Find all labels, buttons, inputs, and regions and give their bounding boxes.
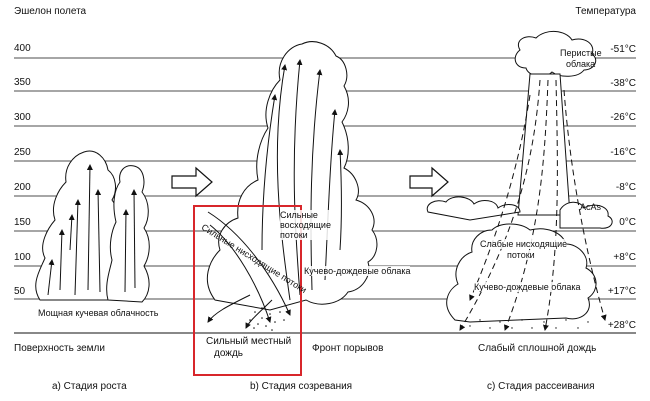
level-label: 400 <box>14 43 31 54</box>
highlight-box <box>193 205 302 376</box>
cirrus-label-1: Перистые <box>560 48 602 58</box>
cb-label-b: Кучево-дождевые облака <box>304 266 411 276</box>
temperature-label: -8°C <box>615 182 636 193</box>
stage-arrows <box>171 166 449 198</box>
stage-label-c: c) Стадия рассеивания <box>487 381 595 392</box>
downdraft-arrows-b <box>207 211 291 329</box>
gust-front-label: Фронт порывов <box>312 343 384 354</box>
level-label: 200 <box>14 182 31 193</box>
weak-downdraft-arrows-c <box>459 79 607 331</box>
cumulus-cloud-a <box>35 150 150 303</box>
cb-cloud-b <box>206 41 378 311</box>
stage-label-a: а) Стадия роста <box>52 381 127 392</box>
heavy-rain-label-2: дождь <box>214 348 244 359</box>
heavy-rain-dots-b <box>249 307 285 331</box>
temperature-label: -38°C <box>610 78 636 89</box>
updraft-arrows-b <box>261 59 344 301</box>
cumulus-label: Мощная кучевая облачность <box>38 308 159 318</box>
cirrus-label-2: облака <box>566 59 596 69</box>
level-label: 150 <box>14 217 31 228</box>
temperature-label: 0°C <box>619 217 636 228</box>
level-label: 350 <box>14 77 31 88</box>
anvil-cloud-c <box>514 31 597 216</box>
temperature-label: +8°C <box>613 252 636 263</box>
weak-downdraft-label-2: потоки <box>507 250 535 260</box>
temperature-label: +17°C <box>607 286 636 297</box>
acas-label: AcAs <box>580 202 602 212</box>
updraft-arrows-a <box>47 164 138 296</box>
temperature-title: Температура <box>575 6 636 17</box>
level-label: 300 <box>14 112 31 123</box>
stage-label-b: b) Стадия созревания <box>250 381 353 392</box>
temperature-label: +28°C <box>607 320 636 331</box>
temperature-label: -26°C <box>610 112 636 123</box>
cb-label-c: Кучево-дождевые облака <box>474 282 581 292</box>
strong-updraft-label: Сильные восходящие потоки <box>280 210 332 240</box>
temperature-label: -16°C <box>610 147 636 158</box>
ground-label: Поверхность земли <box>14 343 105 354</box>
level-label: 250 <box>14 147 31 158</box>
heavy-rain-label-1: Сильный местный <box>206 336 292 347</box>
acas-cloud-c <box>426 196 613 229</box>
level-label: 50 <box>14 286 26 297</box>
weak-rain-dots-c <box>469 319 589 329</box>
level-label: 100 <box>14 252 31 263</box>
temperature-label: -51°C <box>610 44 636 55</box>
weak-downdraft-label-1: Слабые нисходящие <box>480 239 568 249</box>
weak-rain-label: Слабый сплошной дождь <box>478 343 597 354</box>
y-axis-title: Эшелон полета <box>14 6 87 17</box>
